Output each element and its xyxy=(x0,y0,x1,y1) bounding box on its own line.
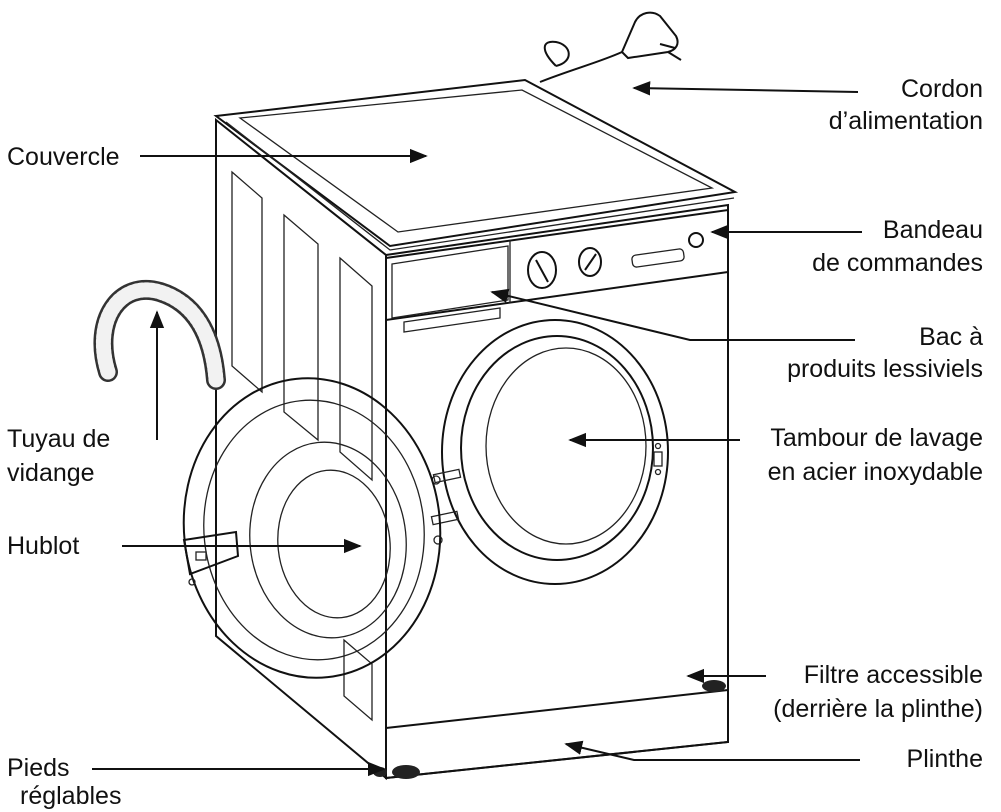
stainless-drum xyxy=(485,347,647,545)
leader-cordon xyxy=(632,81,859,96)
start-button-icon xyxy=(688,232,704,248)
washing-machine-illustration xyxy=(93,11,739,781)
label-tuyau-line2: vidange xyxy=(7,459,95,487)
detergent-drawer xyxy=(391,245,509,319)
display-window xyxy=(631,248,685,268)
label-couvercle: Couvercle xyxy=(7,143,120,171)
label-pieds-line2: réglables xyxy=(20,782,121,810)
label-hublot: Hublot xyxy=(7,532,79,560)
drum-outer-ring xyxy=(441,319,669,585)
label-bandeau-line1: Bandeau xyxy=(883,216,983,244)
foot-right-icon xyxy=(702,680,726,692)
label-tambour-line1: Tambour de lavage xyxy=(770,424,983,452)
drum-gasket xyxy=(460,335,654,561)
drain-hose-icon xyxy=(93,280,226,390)
leader-plinthe xyxy=(564,740,860,761)
temperature-knob-icon xyxy=(578,247,602,277)
label-bandeau-line2: de commandes xyxy=(812,249,983,277)
label-filtre-line2: (derrière la plinthe) xyxy=(773,695,983,723)
label-tambour-line2: en acier inoxydable xyxy=(768,458,983,486)
power-cord-icon xyxy=(539,11,682,83)
top-lid xyxy=(213,78,739,248)
label-plinthe: Plinthe xyxy=(907,745,983,773)
foot-left-icon xyxy=(392,765,420,779)
label-cordon-line1: Cordon xyxy=(901,75,983,103)
label-filtre-line1: Filtre accessible xyxy=(804,661,983,689)
side-panel xyxy=(215,117,387,781)
plinth-panel xyxy=(385,688,729,780)
labels: Cordon d’alimentation Couvercle Bandeau … xyxy=(7,75,983,810)
door-frame xyxy=(203,399,425,661)
program-knob-icon xyxy=(527,251,557,289)
label-pieds-line1: Pieds xyxy=(7,754,70,782)
front-panel xyxy=(385,203,729,780)
control-panel xyxy=(385,208,729,322)
leader-bac xyxy=(490,288,855,341)
label-bac-line1: Bac à xyxy=(919,323,983,351)
label-tuyau-line1: Tuyau de xyxy=(7,425,110,453)
door-outer-ring xyxy=(182,377,442,679)
label-cordon-line2: d’alimentation xyxy=(829,107,983,135)
leader-lines xyxy=(92,81,862,777)
label-bac-line2: produits lessiviels xyxy=(787,355,983,383)
porthole-glass xyxy=(249,441,407,639)
door-handle-icon xyxy=(182,530,240,576)
